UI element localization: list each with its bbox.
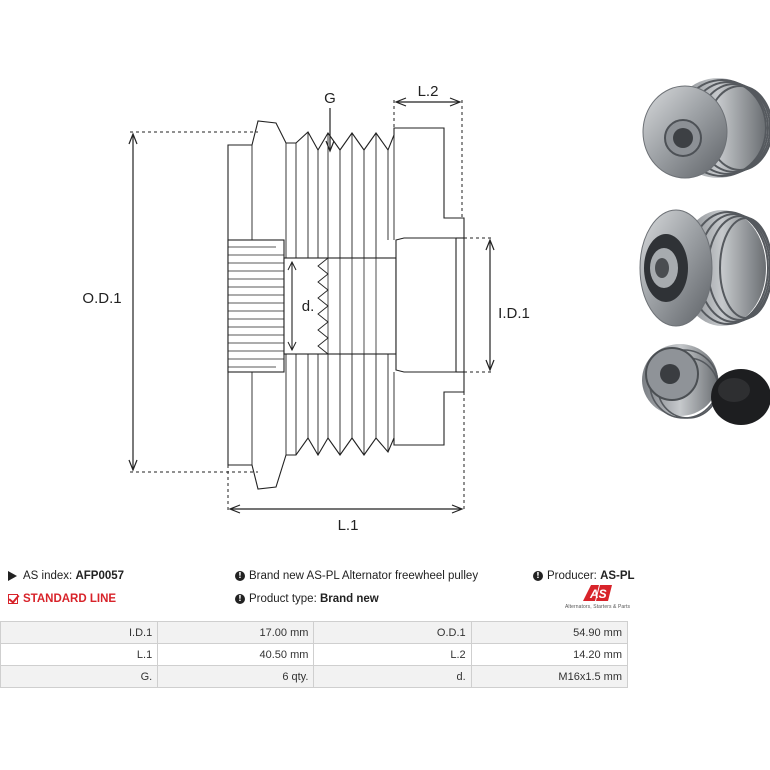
as-index: AS index: AFP0057: [8, 570, 124, 582]
technical-drawing: G L.2 O.D.1 d. I.D.1 L.1: [82, 83, 530, 534]
table-row: I.D.1 17.00 mm O.D.1 54.90 mm: [0, 621, 629, 644]
spec-value: 17.00 mm: [157, 621, 315, 644]
product-photos: [639, 78, 770, 425]
spec-value: M16x1.5 mm: [470, 665, 629, 688]
info-icon: !: [235, 594, 245, 604]
standard-line: STANDARD LINE: [8, 593, 116, 605]
spec-value: 40.50 mm: [157, 643, 315, 666]
standard-line-label: STANDARD LINE: [23, 593, 117, 605]
spec-value: 6 qty.: [157, 665, 315, 688]
info-icon: !: [235, 571, 245, 581]
label-d: d.: [302, 298, 315, 315]
logo-caption: Alternators, Starters & Parts: [565, 604, 631, 610]
product-type-label: Product type:: [249, 593, 317, 605]
pulley-photo-top: [642, 78, 770, 179]
spec-value: 54.90 mm: [470, 621, 629, 644]
description-text: Brand new AS-PL Alternator freewheel pul…: [249, 570, 479, 582]
logo-mark: AS: [583, 585, 612, 601]
table-row: L.1 40.50 mm L.2 14.20 mm: [0, 643, 629, 666]
spec-label: G.: [0, 665, 159, 688]
as-pl-logo: AS Alternators, Starters & Parts: [565, 584, 631, 612]
spline-teeth: [228, 246, 284, 368]
spec-label: d.: [313, 665, 472, 688]
pulley-photo-bottom: [642, 344, 719, 419]
label-g: G: [324, 90, 336, 107]
producer-label: Producer:: [547, 570, 597, 582]
thread-lines: [327, 258, 377, 354]
as-index-label: AS index:: [23, 570, 73, 582]
groove-lines: [251, 132, 395, 465]
producer: ! Producer: AS-PL: [533, 570, 635, 582]
label-od1: O.D.1: [82, 290, 121, 307]
label-l2: L.2: [418, 83, 439, 100]
spec-label: L.1: [0, 643, 159, 666]
spline-hub: [227, 239, 285, 373]
svg-text:AS: AS: [589, 587, 607, 601]
tag-icon: [8, 571, 17, 581]
pulley-photo-middle: [639, 209, 770, 327]
description: ! Brand new AS-PL Alternator freewheel p…: [235, 570, 478, 582]
info-icon: !: [533, 571, 543, 581]
product-type-value: Brand new: [319, 593, 379, 605]
spec-value: 14.20 mm: [470, 643, 629, 666]
producer-value: AS-PL: [600, 570, 635, 582]
spec-label: O.D.1: [313, 621, 472, 644]
product-type: ! Product type: Brand new: [235, 593, 379, 605]
check-icon: [8, 594, 18, 604]
label-l1: L.1: [338, 517, 359, 534]
spec-table: I.D.1 17.00 mm O.D.1 54.90 mm L.1 40.50 …: [0, 621, 629, 688]
label-id1: I.D.1: [498, 305, 530, 322]
spec-label: L.2: [313, 643, 472, 666]
as-index-value: AFP0057: [75, 570, 125, 582]
spec-label: I.D.1: [0, 621, 159, 644]
table-row: G. 6 qty. d. M16x1.5 mm: [0, 665, 629, 688]
